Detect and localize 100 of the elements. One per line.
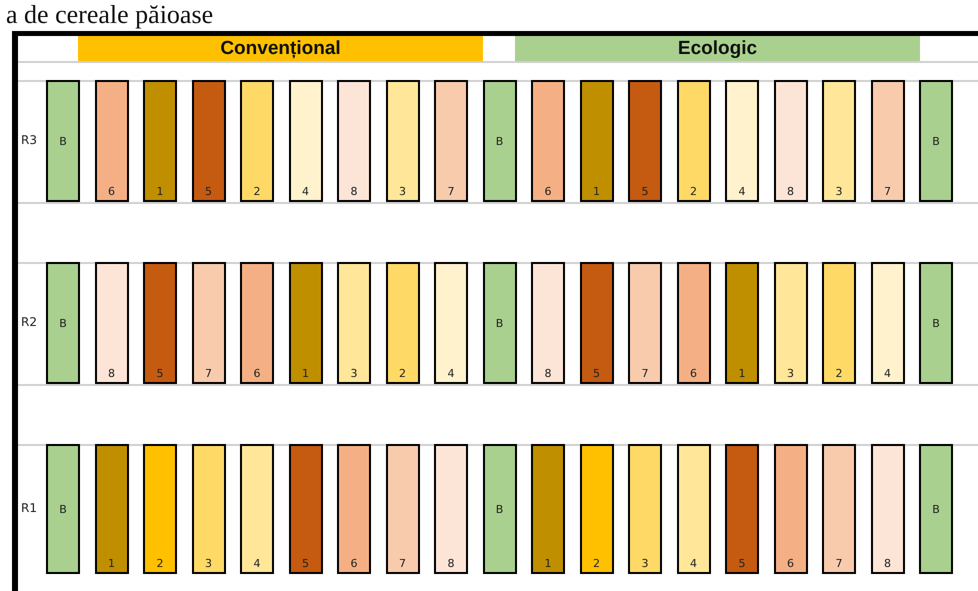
field-plot — [676, 444, 710, 574]
plot-label: 6 — [690, 367, 697, 380]
field-plot — [288, 80, 322, 202]
field-plot — [46, 80, 80, 202]
row-label: R3 — [21, 133, 37, 147]
field-plot — [628, 80, 662, 202]
plot-label: 7 — [642, 367, 648, 380]
plot-label: B — [496, 134, 504, 148]
plot-label: 4 — [738, 185, 746, 198]
plot-label: 8 — [544, 367, 552, 380]
field-plot — [580, 80, 614, 202]
field-plot — [870, 80, 904, 202]
title: a de cereale păioase — [6, 0, 214, 30]
field-plot — [822, 80, 856, 202]
field-plot — [386, 262, 420, 384]
field-plot — [725, 262, 759, 384]
field-plot — [240, 444, 274, 574]
plot-label: 7 — [448, 185, 454, 198]
plot-label: 5 — [738, 557, 746, 570]
plot-label: 6 — [544, 185, 552, 198]
field-plot — [143, 80, 177, 202]
field-plot — [482, 444, 516, 574]
field-plot — [386, 444, 420, 574]
plot-label: 3 — [642, 557, 648, 570]
plot-label: 4 — [302, 185, 309, 198]
field-plot — [337, 444, 371, 574]
field-plot — [725, 80, 759, 202]
field-plot — [94, 262, 128, 384]
field-plot — [774, 444, 808, 574]
field-plot — [531, 80, 565, 202]
plot-label: 5 — [593, 367, 600, 380]
field-plot — [240, 262, 274, 384]
field-plot — [580, 444, 614, 574]
plot-label: 6 — [254, 367, 260, 380]
field-plot — [531, 444, 565, 574]
row-label: R1 — [21, 501, 37, 515]
field-plot — [919, 444, 953, 574]
field-plot — [434, 444, 468, 574]
plot-label: 7 — [205, 367, 212, 380]
plot-label: 8 — [108, 367, 115, 380]
plot-label: 8 — [787, 185, 794, 198]
field-plot — [822, 262, 856, 384]
plot-label: 4 — [884, 367, 891, 380]
plot-label: B — [59, 134, 67, 148]
plot-label: 6 — [108, 185, 115, 198]
plot-label: 2 — [690, 185, 697, 198]
plot-label: B — [932, 316, 940, 330]
plot-label: B — [932, 502, 940, 516]
plot-label: 8 — [884, 557, 891, 570]
plot-label: 1 — [544, 557, 552, 570]
plot-label: 6 — [787, 557, 794, 570]
plot-label: 2 — [836, 367, 842, 380]
field-plot — [288, 444, 322, 574]
plot-label: 5 — [642, 185, 648, 198]
plot-label: B — [496, 316, 504, 330]
plot-label: 4 — [254, 557, 260, 570]
field-plot — [919, 262, 953, 384]
field-plot — [482, 262, 516, 384]
field-plot — [531, 262, 565, 384]
treatment-band: Convențional — [78, 36, 483, 61]
plot-label: 1 — [302, 367, 309, 380]
plot-label: 3 — [350, 367, 358, 380]
plot-label: B — [496, 502, 504, 516]
plot-label: 5 — [205, 185, 212, 198]
field-plot — [143, 262, 177, 384]
field-plot — [143, 444, 177, 574]
field-plot — [288, 262, 322, 384]
field-plot — [822, 444, 856, 574]
field-plot — [580, 262, 614, 384]
field-plot — [337, 80, 371, 202]
plot-label: B — [59, 316, 67, 330]
plot-label: 4 — [448, 367, 454, 380]
field-plot — [725, 444, 759, 574]
plot-label: 7 — [399, 557, 406, 570]
field-plot — [919, 80, 953, 202]
plot-label: 1 — [593, 185, 600, 198]
plot-label: 2 — [399, 367, 406, 380]
field-plot — [337, 262, 371, 384]
plot-label: 8 — [350, 185, 358, 198]
plot-label: 3 — [836, 185, 842, 198]
plot-label: 2 — [254, 185, 260, 198]
plot-label: 3 — [399, 185, 406, 198]
plot-label: 1 — [108, 557, 115, 570]
plot-label: 4 — [690, 557, 697, 570]
field-plot — [870, 444, 904, 574]
field-plot — [240, 80, 274, 202]
plot-label: 8 — [448, 557, 454, 570]
field-plot — [628, 262, 662, 384]
field-plot — [628, 444, 662, 574]
plot-label: 5 — [302, 557, 309, 570]
plot-label: 2 — [156, 557, 164, 570]
field-plot — [482, 80, 516, 202]
plot-label: 3 — [787, 367, 794, 380]
field-plot — [192, 262, 226, 384]
treatment-band: Ecologic — [515, 36, 920, 61]
plot-label: 1 — [156, 185, 164, 198]
field-plot — [94, 444, 128, 574]
plot-label: B — [59, 502, 67, 516]
plot-label: 1 — [738, 367, 746, 380]
field-plot — [774, 80, 808, 202]
